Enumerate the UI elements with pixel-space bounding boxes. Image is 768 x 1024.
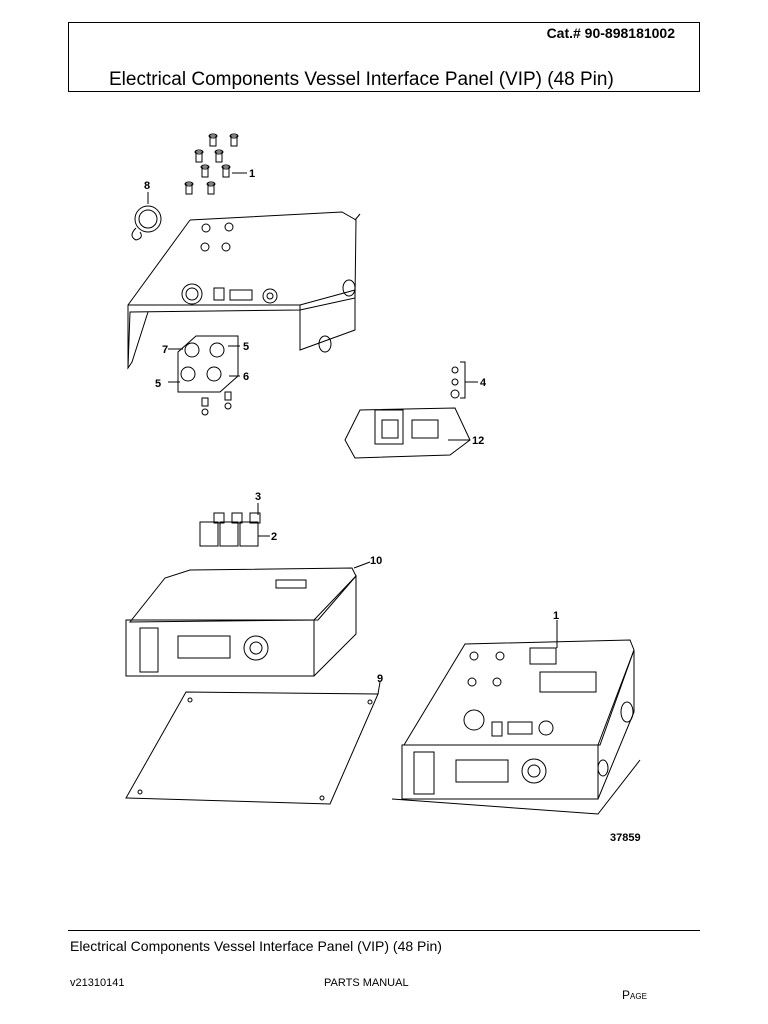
callout-10: 10: [370, 555, 382, 567]
screws-group: [184, 133, 247, 195]
callout-1: 1: [553, 610, 559, 622]
callout-4: 4: [480, 377, 487, 389]
callout-12: 12: [472, 435, 484, 447]
control-module: [125, 561, 371, 677]
footer-rule: [68, 930, 700, 931]
page-title: Electrical Components Vessel Interface P…: [109, 69, 614, 90]
callout-6: 6: [243, 371, 249, 383]
callout-2: 2: [271, 531, 277, 543]
header-box: Cat.# 90-898181002 Electrical Components…: [68, 22, 700, 92]
exploded-parts-diagram: 1 8 7 5 5 6 4 12 3 2 10 1 9: [125, 133, 641, 815]
relay-block: [199, 503, 270, 547]
callout-9: 9: [377, 673, 383, 685]
base-plate: [125, 681, 381, 805]
callout-3: 3: [255, 491, 261, 503]
version-label: v21310141: [70, 977, 125, 989]
callout-11: 1: [249, 168, 255, 180]
figure-number: 37859: [610, 832, 641, 844]
callout-5b: 5: [155, 378, 161, 390]
page-label: Page: [622, 988, 647, 1002]
bracket-plate: [344, 361, 478, 459]
callout-7: 7: [162, 344, 168, 356]
connector-plugs: [168, 335, 240, 416]
cover-housing: [127, 211, 361, 370]
catalog-number: Cat.# 90-898181002: [546, 25, 675, 41]
callout-5a: 5: [243, 341, 249, 353]
manual-label: PARTS MANUAL: [324, 977, 409, 989]
assembled-unit: [391, 620, 641, 815]
callout-8: 8: [144, 180, 150, 192]
cap-part: [131, 192, 162, 241]
footer-title: Electrical Components Vessel Interface P…: [70, 938, 442, 954]
